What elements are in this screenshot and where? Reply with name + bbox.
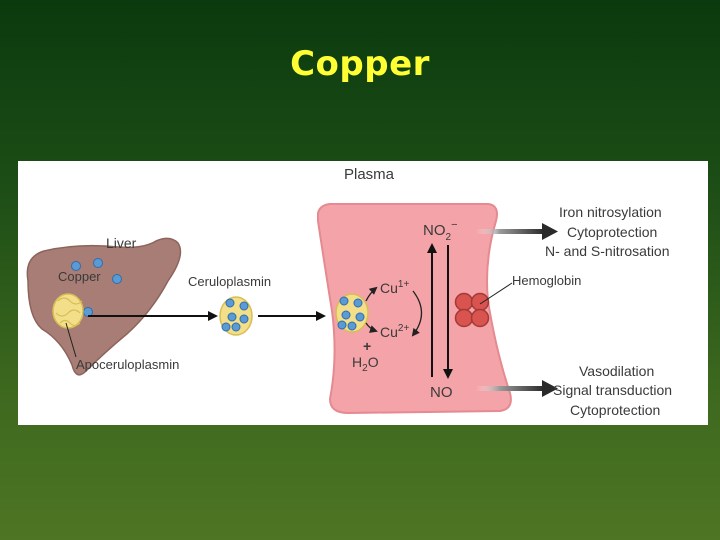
plasma-compartment xyxy=(317,203,512,415)
copper-metabolism-figure: Plasma Liver Copper Apoceruloplasmin Cer… xyxy=(18,161,708,425)
complex-to-cu1-pointer xyxy=(365,286,378,302)
slide-title: Copper xyxy=(290,44,430,84)
ceruloplasmin-complex xyxy=(219,296,253,336)
hemoglobin-tetramer xyxy=(454,292,490,328)
outcome-cytoprotection-top: Cytoprotection xyxy=(567,224,657,240)
cu-redox-cycle-arrow xyxy=(411,290,423,337)
nitric-oxide-label: NO xyxy=(430,384,453,401)
plasma-label: Plasma xyxy=(344,166,395,183)
ceruloplasmin-label: Ceruloplasmin xyxy=(188,274,271,289)
cu1-label: Cu1+ xyxy=(380,279,409,296)
cu2-label: Cu2+ xyxy=(380,323,409,340)
outcome-signal-transduction: Signal transduction xyxy=(553,382,672,398)
outcome-iron-nitrosylation: Iron nitrosylation xyxy=(559,204,662,220)
nitrite-outcome-arrow xyxy=(476,223,558,240)
liver-label: Liver xyxy=(106,235,137,251)
nitrite-label: NO2− xyxy=(423,219,458,243)
apoceruloplasmin-label: Apoceruloplasmin xyxy=(76,357,179,372)
copper-label: Copper xyxy=(58,269,101,284)
liver-organ xyxy=(26,237,182,376)
outcome-vasodilation: Vasodilation xyxy=(579,363,654,379)
no-outcome-arrow xyxy=(476,380,558,397)
outcome-cytoprotection-bottom: Cytoprotection xyxy=(570,402,660,418)
complex-to-cu2-pointer xyxy=(365,322,378,333)
water-label: H2O xyxy=(352,354,379,374)
plasma-ceruloplasmin-complex xyxy=(335,293,369,333)
hemoglobin-label: Hemoglobin xyxy=(512,273,581,288)
hemoglobin-pointer xyxy=(479,282,513,305)
plus-sign: + xyxy=(363,338,371,354)
copper-diagram: Plasma Liver Copper Apoceruloplasmin Cer… xyxy=(26,166,672,418)
apoceruloplasmin-protein xyxy=(52,293,84,329)
outcome-n-s-nitrosation: N- and S-nitrosation xyxy=(545,243,670,259)
apoceruloplasmin-pointer xyxy=(65,322,77,358)
